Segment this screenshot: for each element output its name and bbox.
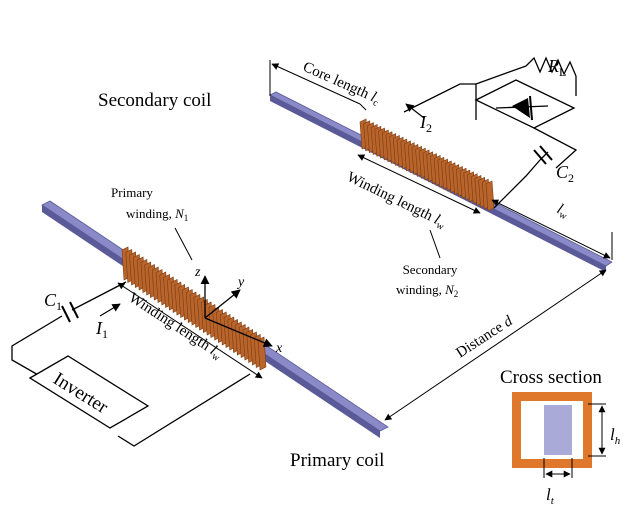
secondary-winding-label-line1: Secondary	[403, 262, 458, 277]
primary-winding-leader	[174, 227, 193, 261]
sec-winding-length-dimension	[357, 154, 611, 259]
rectifier-diode-icon	[495, 95, 549, 121]
svg-text:lw: lw	[553, 201, 572, 223]
secondary-coil-title: Secondary coil	[98, 90, 211, 111]
core-length-dimension	[269, 60, 613, 260]
cross-section-title: Cross section	[500, 367, 602, 388]
secondary-winding-label-line2: winding, N2	[396, 282, 458, 299]
c2-capacitor-icon	[533, 145, 553, 165]
c1-capacitor-icon	[61, 301, 79, 323]
axis-z-label: z	[194, 265, 201, 280]
c1-label: C1	[44, 290, 62, 313]
axis-y-label: y	[236, 275, 245, 290]
lw-label: lw	[553, 201, 572, 223]
lt-label: lt	[546, 485, 555, 507]
primary-winding-label-line2: winding, N1	[126, 206, 188, 223]
cross-section-diagram	[512, 392, 606, 478]
primary-circuit	[11, 281, 251, 447]
primary-coil-title: Primary coil	[290, 450, 384, 471]
pri-winding-length-dimension	[117, 282, 263, 379]
coordinate-axes	[200, 275, 273, 348]
svg-text:Core length lc: Core length lc	[300, 59, 383, 109]
inverter-box	[28, 355, 150, 429]
lh-label: lh	[610, 425, 621, 447]
rl-label: RL	[547, 56, 566, 79]
i2-label: I2	[419, 112, 432, 135]
secondary-winding-leader	[429, 229, 441, 259]
i1-label: I1	[95, 318, 108, 341]
primary-winding-label-line1: Primary	[111, 185, 153, 200]
distance-dimension	[384, 269, 607, 421]
core-length-label: Core length lc	[300, 59, 383, 109]
i2-arrow-icon	[405, 103, 425, 119]
axis-x-label: x	[275, 341, 283, 356]
c2-label: C2	[556, 162, 574, 185]
i1-arrow-icon	[99, 303, 121, 317]
